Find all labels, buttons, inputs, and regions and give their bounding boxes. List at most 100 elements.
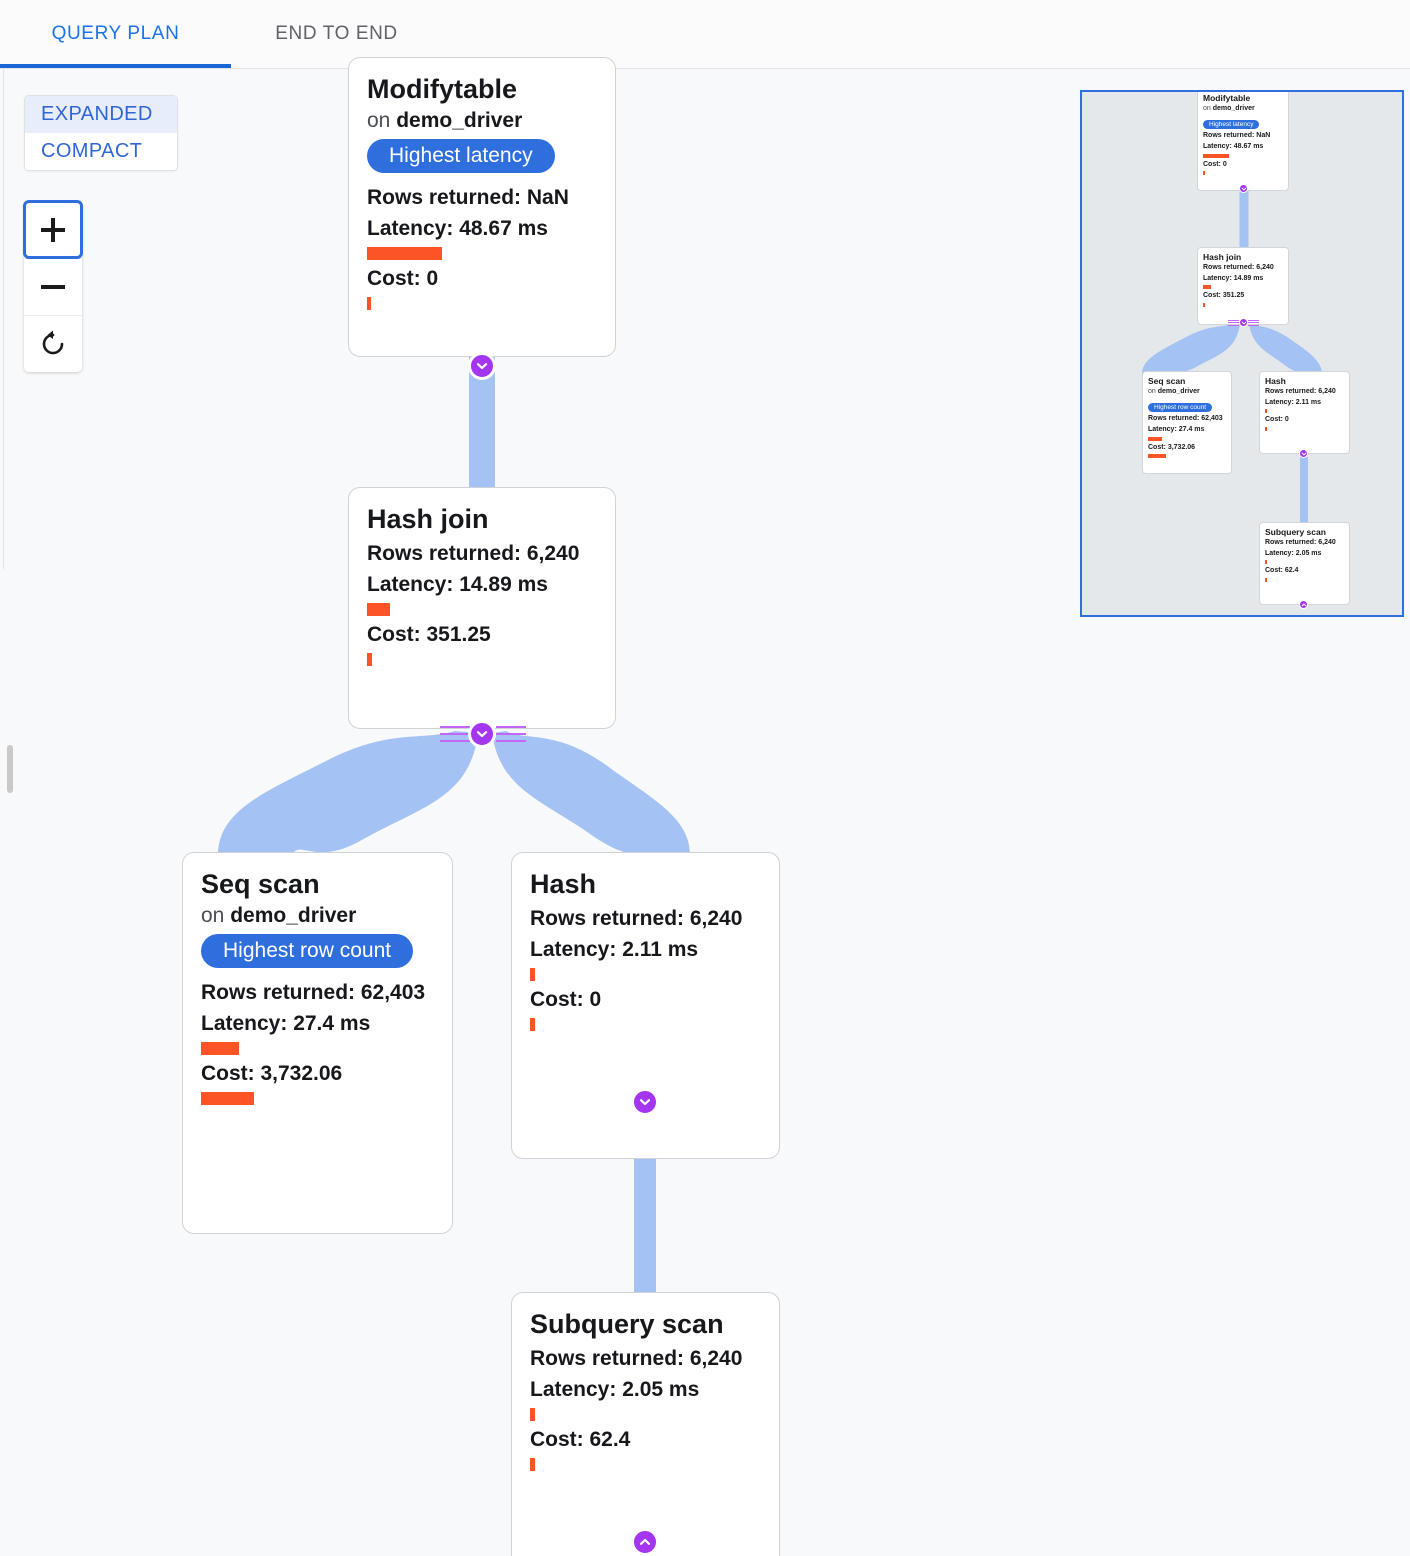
mm-cost-bar — [1203, 303, 1205, 308]
node-latency: Latency: 27.4 ms — [201, 1012, 371, 1036]
mm-edge-hashjoin-seqscan — [1142, 323, 1240, 374]
chevron-down-icon — [1301, 452, 1306, 456]
node-cost-bar — [530, 1458, 535, 1472]
graph-canvas[interactable]: Modifytable on demo_driver Highest laten… — [0, 57, 1410, 1556]
chevron-down-icon — [1241, 187, 1246, 191]
node-latency: Latency: 48.67 ms — [367, 217, 548, 241]
chevron-down-icon — [475, 727, 489, 741]
mm-collapse-hashjoin — [1239, 318, 1248, 327]
tab-end-to-end-label: END TO END — [275, 23, 398, 44]
node-cost-bar — [530, 1018, 535, 1032]
mm-latency-bar — [1265, 560, 1267, 565]
mm-relation-name: demo_driver — [1212, 104, 1255, 112]
edge-hashjoin-seqscan-band — [218, 731, 478, 855]
mm-cost-bar — [1148, 454, 1166, 459]
tab-query-plan[interactable]: QUERY PLAN — [0, 0, 231, 68]
mm-node-cost: Cost: 62.4 — [1265, 567, 1299, 575]
zoom-controls — [23, 200, 83, 372]
mm-node-latency: Latency: 2.11 ms — [1265, 398, 1322, 406]
mm-latency-bar — [1203, 285, 1211, 290]
node-relation-prefix: on — [367, 109, 391, 133]
minimap-node-seqscan: Seq scan on demo_driver Highest row coun… — [1142, 371, 1232, 474]
mm-node-cost: Cost: 0 — [1265, 416, 1289, 424]
node-relation-name: demo_driver — [230, 904, 357, 928]
chevron-up-icon — [638, 1535, 652, 1549]
node-relation-name: demo_driver — [396, 109, 523, 133]
mm-node-rows: Rows returned: 62,403 — [1148, 414, 1223, 422]
mm-relation-prefix: on — [1148, 387, 1156, 395]
node-relation: on demo_driver — [201, 904, 434, 928]
minimap-content: Modifytable on demo_driver Highest laten… — [1082, 92, 1402, 615]
mm-expand-subqueryscan — [1299, 600, 1308, 609]
node-title: Modifytable — [367, 74, 518, 104]
mm-node-title: Subquery scan — [1265, 527, 1326, 537]
chevron-up-icon — [1301, 602, 1306, 606]
node-cost: Cost: 0 — [530, 988, 602, 1012]
mm-node-cost: Cost: 3,732.06 — [1148, 443, 1196, 451]
plan-node-subqueryscan[interactable]: Subquery scan Rows returned: 6,240 Laten… — [511, 1292, 780, 1556]
node-latency: Latency: 2.05 ms — [530, 1378, 700, 1402]
minimap-edges — [1142, 188, 1322, 528]
edge-hashjoin-hash-band — [492, 731, 690, 855]
mm-cost-bar — [1265, 578, 1267, 583]
node-cost: Cost: 62.4 — [530, 1428, 631, 1452]
node-badge: Highest row count — [201, 934, 414, 969]
mm-node-relation: on demo_driver — [1148, 387, 1226, 396]
node-rows: Rows returned: 62,403 — [201, 981, 426, 1005]
vertical-scrollbar-thumb[interactable] — [7, 745, 13, 793]
node-cost-bar — [367, 297, 371, 311]
mm-node-relation: on demo_driver — [1203, 104, 1283, 113]
chevron-down-icon — [638, 1095, 652, 1109]
mm-node-latency: Latency: 48.67 ms — [1203, 142, 1264, 150]
mm-node-title: Seq scan — [1148, 376, 1186, 386]
plan-node-seqscan[interactable]: Seq scan on demo_driver Highest row coun… — [182, 852, 453, 1234]
minimap-viewport[interactable]: Modifytable on demo_driver Highest laten… — [1080, 90, 1404, 617]
mm-cost-bar — [1203, 171, 1205, 176]
minimap-node-hashjoin: Hash join Rows returned: 6,240 Latency: … — [1197, 247, 1289, 325]
node-latency-bar — [367, 247, 442, 261]
node-cost: Cost: 3,732.06 — [201, 1062, 343, 1086]
mm-relation-prefix: on — [1203, 104, 1211, 112]
mm-node-rows: Rows returned: 6,240 — [1265, 387, 1336, 395]
node-cost-bar — [201, 1092, 254, 1106]
mm-edge-hashjoin-hash — [1249, 323, 1322, 374]
node-latency-bar — [530, 1408, 535, 1422]
reset-icon — [37, 328, 69, 360]
zoom-out-button[interactable] — [24, 258, 82, 315]
chevron-down-icon — [1241, 321, 1246, 325]
zoom-in-button[interactable] — [23, 200, 83, 259]
node-latency-bar — [530, 968, 535, 982]
node-rows: Rows returned: 6,240 — [530, 1347, 743, 1371]
mm-node-rows: Rows returned: 6,240 — [1203, 263, 1274, 271]
mm-node-badge: Highest latency — [1203, 119, 1260, 129]
node-latency: Latency: 14.89 ms — [367, 573, 548, 597]
mm-node-cost: Cost: 351.25 — [1203, 292, 1245, 300]
mm-node-cost: Cost: 0 — [1203, 160, 1227, 168]
minimap-node-modifytable: Modifytable on demo_driver Highest laten… — [1197, 92, 1289, 191]
mm-cost-bar — [1265, 427, 1267, 432]
expand-button-subqueryscan[interactable] — [631, 1528, 659, 1556]
node-title: Hash — [530, 869, 597, 899]
tab-bar: QUERY PLAN END TO END — [0, 0, 1410, 69]
left-divider — [3, 69, 4, 569]
node-title: Hash join — [367, 504, 489, 534]
zoom-reset-button[interactable] — [24, 315, 82, 372]
tab-query-plan-label: QUERY PLAN — [51, 23, 180, 44]
mm-node-latency: Latency: 14.89 ms — [1203, 274, 1264, 282]
collapse-button-modifytable[interactable] — [468, 352, 496, 380]
node-cost: Cost: 351.25 — [367, 623, 491, 647]
tab-end-to-end[interactable]: END TO END — [231, 0, 442, 68]
mode-compact-button[interactable]: COMPACT — [25, 133, 177, 170]
collapse-button-hashjoin[interactable] — [468, 720, 496, 748]
plan-node-modifytable[interactable]: Modifytable on demo_driver Highest laten… — [348, 57, 616, 357]
plan-node-hashjoin[interactable]: Hash join Rows returned: 6,240 Latency: … — [348, 487, 616, 729]
node-relation: on demo_driver — [367, 109, 597, 133]
mm-latency-bar — [1148, 436, 1162, 441]
node-title: Subquery scan — [530, 1309, 724, 1339]
collapse-button-hash[interactable] — [631, 1088, 659, 1116]
mm-node-latency: Latency: 27.4 ms — [1148, 425, 1205, 433]
mm-node-badge: Highest row count — [1148, 402, 1213, 412]
chevron-down-icon — [475, 359, 489, 373]
mode-expanded-button[interactable]: EXPANDED — [25, 96, 177, 133]
display-mode-toggle: EXPANDED COMPACT — [24, 95, 178, 171]
